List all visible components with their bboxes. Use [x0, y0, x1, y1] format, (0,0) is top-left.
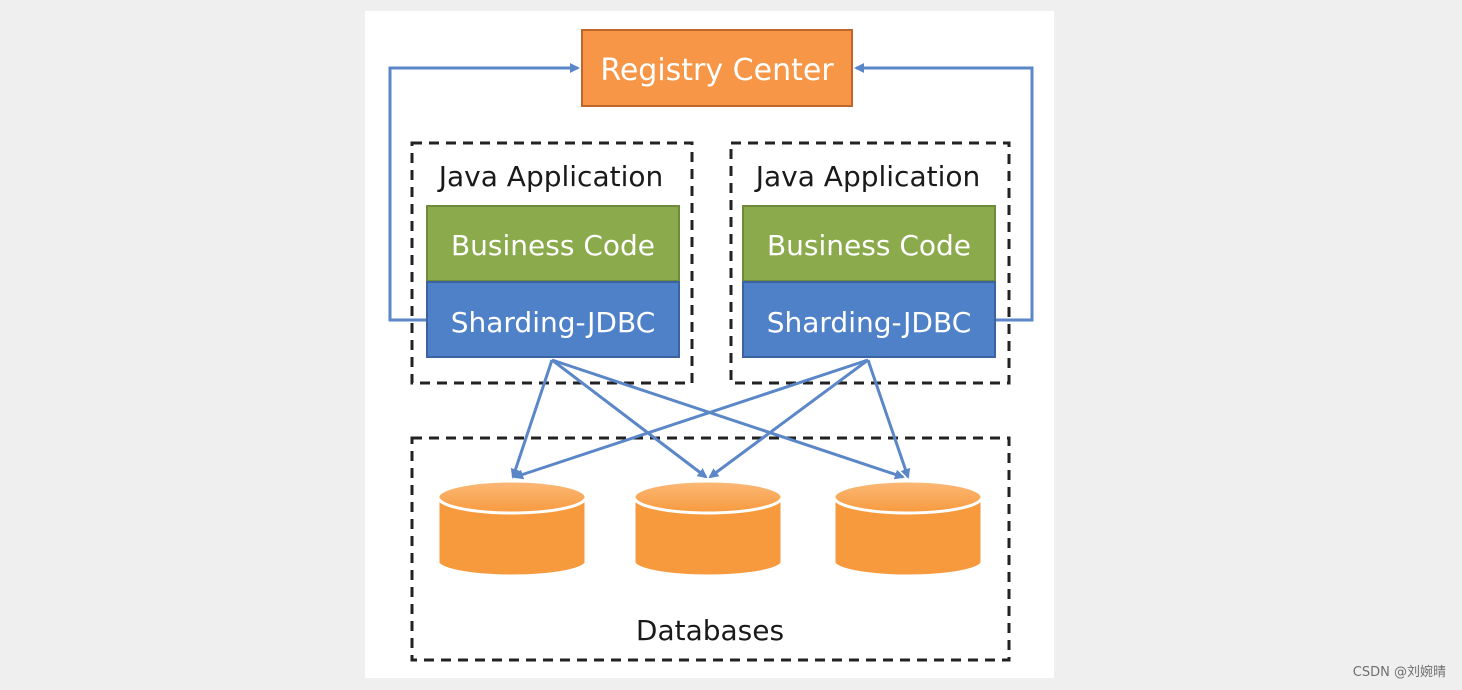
registry-link-left: [388, 63, 580, 322]
registry-links: [388, 63, 1034, 322]
database-icon: [832, 479, 984, 578]
link-app2-db3: [866, 359, 911, 479]
link-app1-db3: [551, 358, 905, 480]
link-app2-db1: [513, 358, 869, 480]
sharding-jdbc-label: Sharding-JDBC: [451, 306, 656, 339]
link-app1-db1: [510, 359, 554, 479]
databases-group: Databases: [410, 436, 1011, 662]
database-links: [510, 358, 911, 480]
registry-link-right: [854, 63, 1034, 322]
link-app2-db2: [708, 358, 869, 479]
java-application-1: Java Application Business Code Sharding-…: [410, 141, 694, 385]
sharding-jdbc-box: [742, 281, 996, 358]
registry-center: Registry Center: [581, 29, 853, 107]
business-code-box: [426, 205, 680, 282]
java-application-title: Java Application: [437, 160, 664, 193]
java-application-2: Java Application Business Code Sharding-…: [729, 141, 1011, 385]
database-icon: [436, 479, 588, 578]
sharding-jdbc-box: [426, 281, 680, 358]
business-code-label: Business Code: [451, 229, 655, 262]
databases-label: Databases: [636, 614, 784, 647]
database-icon: [632, 479, 784, 578]
link-app1-db2: [551, 358, 708, 479]
sharding-jdbc-label: Sharding-JDBC: [767, 306, 972, 339]
registry-center-label: Registry Center: [600, 53, 834, 88]
business-code-label: Business Code: [767, 229, 971, 262]
java-application-title: Java Application: [754, 160, 981, 193]
watermark: CSDN @刘婉晴: [1352, 665, 1446, 680]
business-code-box: [742, 205, 996, 282]
